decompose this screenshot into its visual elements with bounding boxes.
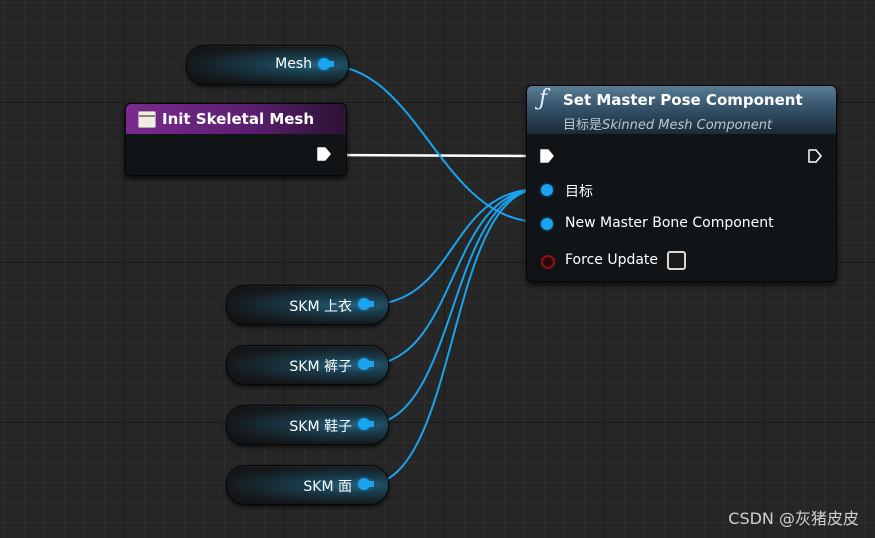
node-header[interactable]: Init Skeletal Mesh: [126, 104, 346, 134]
node-title: Init Skeletal Mesh: [162, 110, 315, 128]
function-node-set-master-pose-component[interactable]: ƒ Set Master Pose Component 目标是Skinned M…: [526, 85, 837, 282]
subtitle-class: Skinned Mesh Component: [602, 118, 773, 133]
variable-node-mesh[interactable]: Mesh: [186, 45, 349, 85]
variable-label: SKM 裤子: [289, 359, 352, 375]
variable-label: SKM 鞋子: [289, 419, 352, 435]
object-output-pin[interactable]: [358, 478, 374, 490]
node-subtitle: 目标是Skinned Mesh Component: [563, 114, 772, 133]
variable-label: SKM 上衣: [289, 299, 352, 315]
node-header[interactable]: ƒ Set Master Pose Component 目标是Skinned M…: [527, 86, 836, 134]
bool-input-pin[interactable]: [541, 255, 555, 269]
exec-output-pin[interactable]: [807, 148, 823, 164]
pin-label: Force Update: [565, 252, 659, 268]
variable-label: Mesh: [275, 56, 312, 72]
object-output-pin[interactable]: [358, 358, 374, 370]
wire-skm-top-to-target: [365, 188, 541, 306]
pin-label: 目标: [565, 184, 593, 200]
wire-skm-pants-to-target: [365, 188, 541, 366]
object-output-pin[interactable]: [318, 58, 334, 70]
pin-label: New Master Bone Component: [565, 215, 774, 231]
object-input-pin[interactable]: [541, 218, 553, 230]
object-input-pin[interactable]: [541, 184, 553, 196]
wire-mesh-to-master: [324, 64, 541, 223]
wire-skm-shoes-to-target: [365, 188, 541, 426]
variable-label: SKM 面: [303, 479, 352, 495]
object-output-pin[interactable]: [358, 418, 374, 430]
exec-output-pin[interactable]: [316, 146, 332, 162]
variable-node-skm-top[interactable]: SKM 上衣: [226, 285, 389, 325]
event-icon: [138, 111, 156, 128]
force-update-checkbox[interactable]: [667, 251, 686, 270]
variable-node-skm-shoes[interactable]: SKM 鞋子: [226, 405, 389, 445]
exec-wire: [329, 153, 535, 158]
variable-node-skm-face[interactable]: SKM 面: [226, 465, 389, 505]
function-icon: ƒ: [539, 86, 548, 111]
exec-input-pin[interactable]: [539, 148, 555, 164]
event-node-init-skeletal-mesh[interactable]: Init Skeletal Mesh: [125, 103, 347, 176]
object-output-pin[interactable]: [358, 298, 374, 310]
variable-node-skm-pants[interactable]: SKM 裤子: [226, 345, 389, 385]
wire-skm-face-to-target: [365, 188, 541, 486]
subtitle-prefix: 目标是: [563, 118, 603, 133]
watermark: CSDN @灰猪皮皮: [728, 509, 859, 528]
node-title: Set Master Pose Component: [563, 91, 803, 109]
